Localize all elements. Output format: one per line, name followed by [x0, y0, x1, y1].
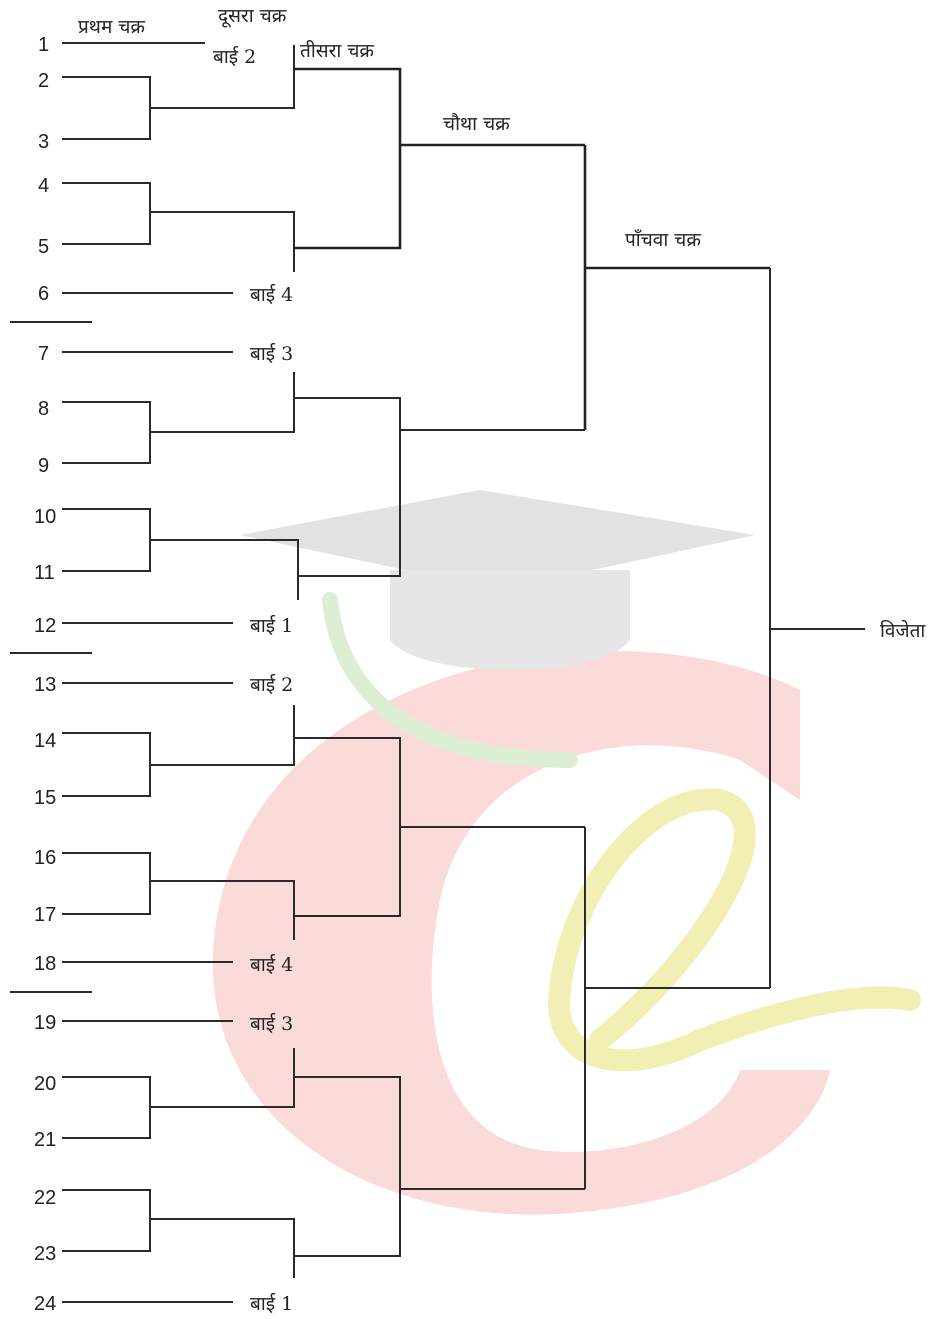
team-number: 20 — [34, 1073, 56, 1095]
match-bracket — [62, 705, 295, 797]
team-number: 2 — [38, 70, 49, 92]
match-bracket — [294, 1076, 585, 1257]
bye-label: बाई 4 — [250, 953, 293, 976]
team-number: 21 — [34, 1129, 56, 1151]
team-number: 11 — [34, 562, 55, 584]
winner-label: विजेता — [880, 619, 926, 642]
team-number: 18 — [34, 953, 56, 975]
graduation-cap-base — [390, 570, 630, 670]
team-number: 15 — [34, 787, 56, 809]
team-number: 9 — [38, 455, 49, 477]
graduation-cap-icon — [240, 490, 755, 590]
bye-label: बाई 3 — [250, 342, 293, 365]
bye-label: बाई 2 — [250, 673, 293, 696]
match-bracket — [62, 45, 295, 140]
bye-label: बाई 4 — [250, 283, 293, 306]
match-bracket — [294, 737, 585, 917]
watermark-logo — [212, 490, 921, 1215]
watermark-l-swirl — [548, 788, 921, 1072]
team-number: 14 — [34, 730, 56, 752]
round-label-1: प्रथम चक्र — [78, 16, 145, 38]
bye-label: बाई 2 — [213, 45, 256, 68]
team-number: 4 — [38, 175, 49, 197]
team-number: 19 — [34, 1012, 56, 1034]
team-number: 12 — [34, 615, 56, 637]
match-bracket — [62, 852, 295, 940]
team-number: 1 — [38, 34, 49, 56]
team-number: 5 — [38, 236, 49, 258]
round-label-3: तीसरा चक्र — [300, 39, 374, 62]
match-bracket — [294, 67, 585, 250]
team-number: 16 — [34, 847, 56, 869]
team-number: 17 — [34, 904, 56, 926]
team-number: 22 — [34, 1187, 56, 1209]
bye-label: बाई 3 — [250, 1012, 293, 1035]
team-number: 10 — [34, 506, 56, 528]
round-label-2: दूसरा चक्र — [218, 5, 287, 28]
team-number: 3 — [38, 131, 49, 153]
bye-label: बाई 1 — [250, 1292, 293, 1315]
round-label-5: पाँचवा चक्र — [625, 228, 701, 251]
match-bracket — [62, 372, 295, 464]
bye-label: बाई 1 — [250, 614, 293, 637]
team-number: 7 — [38, 343, 49, 365]
round-label-4: चौथा चक्र — [443, 112, 510, 135]
team-number: 23 — [34, 1243, 56, 1265]
match-bracket — [294, 397, 585, 577]
match-bracket — [584, 827, 770, 1189]
match-bracket — [62, 182, 295, 272]
team-number: 13 — [34, 674, 56, 696]
watermark-swoosh — [322, 592, 578, 768]
match-bracket — [62, 1048, 295, 1139]
match-bracket — [62, 508, 299, 600]
watermark-c-shape — [212, 650, 830, 1215]
match-bracket — [583, 145, 770, 430]
team-number: 24 — [34, 1293, 56, 1315]
team-number: 8 — [38, 398, 49, 420]
match-bracket — [62, 1189, 295, 1278]
final-bracket — [769, 268, 865, 988]
team-number: 6 — [38, 283, 49, 305]
